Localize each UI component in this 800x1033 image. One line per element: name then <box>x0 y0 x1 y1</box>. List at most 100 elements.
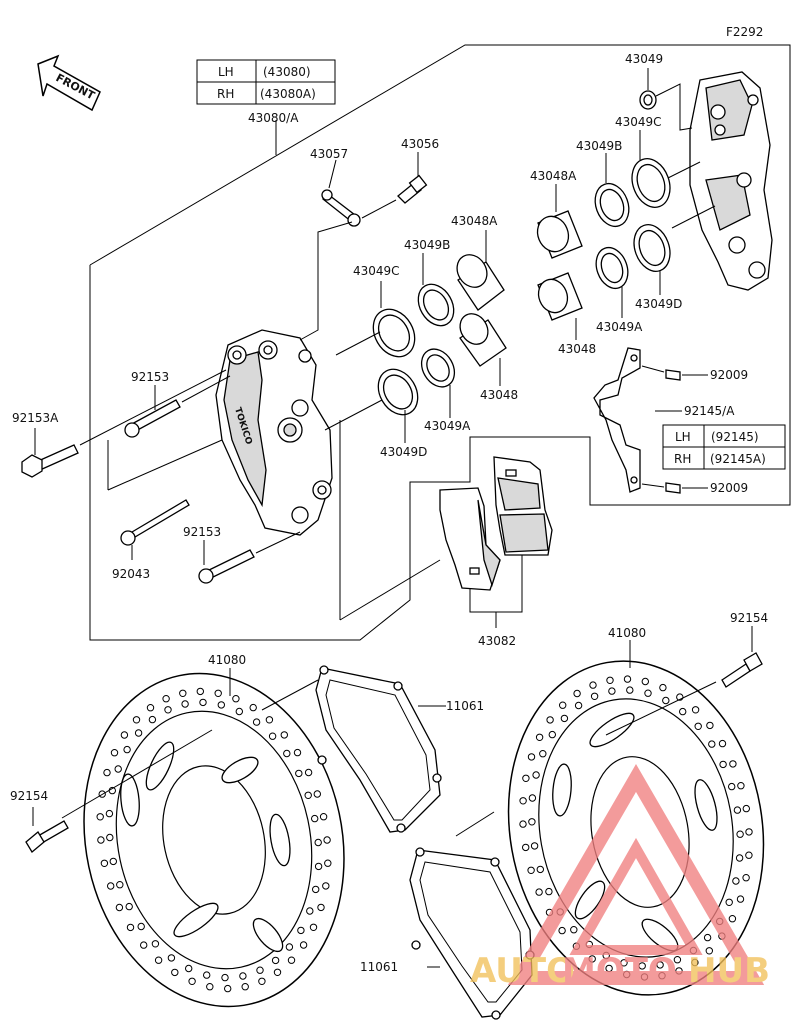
disc-vent-hole <box>659 683 667 692</box>
bolt-92153a <box>21 444 79 478</box>
disc-vent-hole <box>304 768 313 777</box>
pin-92043 <box>120 499 190 546</box>
label-92154-right: 92154 <box>730 611 768 625</box>
disc-vent-hole <box>273 968 282 976</box>
brake-disc-right <box>507 660 765 996</box>
disc-vent-hole <box>737 782 745 790</box>
label-43056: 43056 <box>401 137 439 151</box>
disc-vent-hole <box>295 769 303 778</box>
disc-vent-hole <box>626 686 634 694</box>
label-92009-upper: 92009 <box>710 368 748 382</box>
disc-vent-hole <box>181 700 189 708</box>
disc-vent-hole <box>312 885 320 894</box>
piston-43048a-right <box>536 210 583 259</box>
label-92154-left: 92154 <box>10 789 48 803</box>
disc-vent-hole <box>304 791 312 799</box>
bracket-row-lh-part: (92145) <box>711 430 759 444</box>
assembly-boundary <box>89 44 791 641</box>
disc-vent-hole <box>522 843 530 852</box>
piston-43048-left <box>459 313 507 367</box>
label-43049a-left: 43049A <box>424 419 471 433</box>
disc-vent-hole <box>691 958 699 967</box>
disc-vent-hole <box>123 745 131 754</box>
disc-vent-hole <box>519 820 527 828</box>
disc-vent-hole <box>527 866 535 874</box>
brake-pad-front <box>493 456 553 556</box>
label-43048a-right: 43048A <box>530 169 577 183</box>
disc-vent-hole <box>742 874 750 882</box>
screw-92009-upper <box>665 369 681 381</box>
disc-vent-hole <box>528 818 536 826</box>
figure-code: F2292 <box>726 25 763 39</box>
disc-vent-hole <box>146 704 155 712</box>
disc-vent-hole <box>171 968 179 977</box>
disc-vent-hole <box>546 716 554 724</box>
shim-11061-lower <box>409 847 535 1020</box>
seal-43049c-left <box>372 308 416 358</box>
disc-vent-hole <box>317 903 325 912</box>
brake-disc-left <box>83 672 345 1008</box>
label-43048-left: 43048 <box>480 388 518 402</box>
disc-vent-hole <box>719 760 727 769</box>
disc-vent-hole <box>313 790 321 798</box>
disc-vent-hole <box>589 681 597 689</box>
disc-vent-hole <box>606 676 614 684</box>
disc-vent-hole <box>196 687 205 696</box>
disc-vent-hole <box>126 923 135 932</box>
disc-vent-hole <box>322 882 330 890</box>
seal-43049d-left <box>377 368 419 416</box>
label-92153-upper: 92153 <box>131 370 169 384</box>
disc-vent-hole <box>519 797 527 805</box>
bolt-92154-left <box>25 820 69 853</box>
label-92153-lower: 92153 <box>183 525 221 539</box>
disc-vent-hole <box>221 973 229 982</box>
disc-vent-hole <box>252 718 261 726</box>
disc-vent-hole <box>588 955 596 963</box>
disc-vent-hole <box>745 828 753 836</box>
disc-vent-hole <box>268 732 277 740</box>
disc-vent-hole <box>109 857 118 866</box>
disc-vent-hole <box>293 748 302 757</box>
disc-vent-hole <box>725 898 733 906</box>
disc-vent-hole <box>132 716 141 724</box>
piston-43048-right <box>537 272 583 321</box>
disc-vent-hole <box>140 941 148 949</box>
disc-vent-hole <box>287 956 296 964</box>
label-43049: 43049 <box>625 52 663 66</box>
disc-vent-hole <box>162 695 170 703</box>
disc-vent-hole <box>297 926 305 935</box>
label-43048a-left: 43048A <box>451 214 498 228</box>
caliper-right <box>689 71 773 291</box>
disc-vent-hole <box>733 806 742 814</box>
disc-vent-hole <box>314 862 323 871</box>
disc-vent-hole <box>620 959 628 967</box>
disc-left-holes <box>96 687 332 993</box>
caliper-row-lh-side: LH <box>218 65 234 79</box>
disc-vent-hole <box>558 926 566 935</box>
label-43049c-left: 43049C <box>353 264 400 278</box>
label-92145a: 92145/A <box>684 404 735 418</box>
disc-vent-hole <box>662 696 670 705</box>
disc-vent-hole <box>656 961 664 969</box>
label-43049d-left: 43049D <box>380 445 427 459</box>
seal-43049a-left <box>420 348 456 388</box>
screw-92009-lower <box>665 482 681 494</box>
disc-vent-hole <box>115 903 124 912</box>
disc-vent-hole <box>306 907 314 915</box>
disc-vent-hole <box>151 940 160 948</box>
disc-vent-hole <box>256 966 264 974</box>
watermark-text-c: HUB <box>688 951 770 991</box>
disc-vent-hole <box>167 954 176 962</box>
disc-vent-hole <box>728 915 737 923</box>
disc-vent-hole <box>120 731 129 739</box>
disc-vent-hole <box>522 774 530 782</box>
disc-vent-hole <box>235 707 244 716</box>
disc-vent-hole <box>179 689 187 697</box>
disc-vent-hole <box>271 956 280 965</box>
bolt-92153-lower <box>198 549 255 584</box>
disc-vent-hole <box>679 707 687 716</box>
label-11061-upper: 11061 <box>446 699 484 713</box>
label-41080-left: 41080 <box>208 653 246 667</box>
disc-vent-hole <box>530 842 539 850</box>
